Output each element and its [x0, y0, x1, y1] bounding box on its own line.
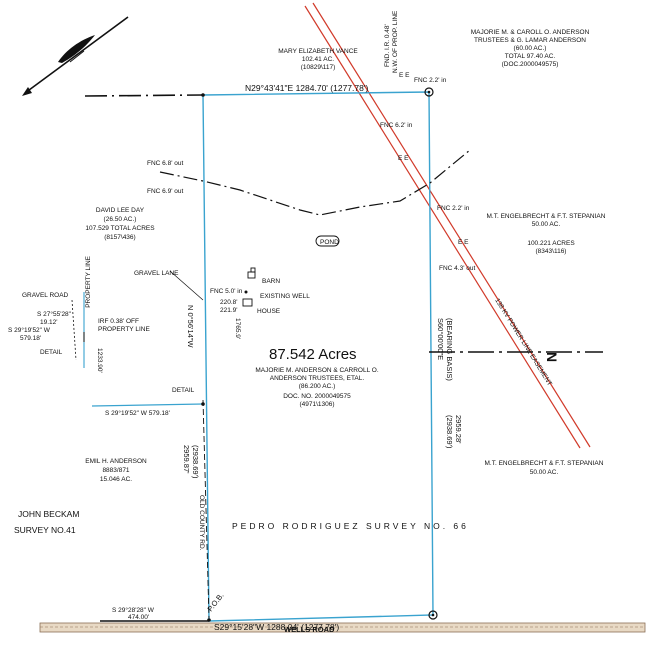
nw-prop-label: N.W. OF PROP. LINE: [392, 10, 399, 73]
fnc-43-label: FNC 4.3' out: [439, 265, 475, 272]
east-dist: (2938.69')2959.28': [445, 415, 463, 449]
power-line-right: [312, 2, 591, 448]
wells-road-label: WELLS ROAD: [284, 625, 335, 634]
call-2919b-label: S 29°19'52" W 579.18': [105, 409, 170, 417]
adj-west-lower-2: 8883/871: [102, 467, 129, 474]
survey-left-2: SURVEY NO.41: [14, 525, 76, 535]
dist-474-label: 474.00': [128, 614, 149, 621]
owner-line-5: (4971\1306): [299, 401, 334, 408]
adj-east-upper-2: 50.00 AC.: [532, 221, 561, 228]
dist-1912-label: 19.12': [40, 319, 58, 326]
adj-ne-3: (60.00 AC.): [514, 45, 547, 52]
owner-line-4: DOC. NO. 2000049575: [283, 393, 351, 400]
acreage-label: 87.542 Acres: [269, 346, 357, 363]
adj-west-lower-1: EMIL H. ANDERSON: [85, 458, 147, 465]
well-icon: [244, 290, 248, 294]
fence-tick-b: E E: [398, 155, 409, 162]
owner-line-1: MAJORIE M. ANDERSON & CARROLL O.: [255, 367, 378, 374]
well-label: EXISTING WELL: [260, 293, 310, 300]
fence-tick-c: E E: [458, 239, 469, 246]
east-basis: (BEARING BASIS): [445, 318, 454, 381]
fnc-68-label: FNC 6.8' out: [147, 160, 183, 167]
adj-west-upper-4: (8157\436): [104, 234, 135, 241]
se-corner-marker: [428, 610, 438, 620]
north-extension: [84, 94, 204, 97]
adj-east-upper-1: M.T. ENGELBRECHT & F.T. STEPANIAN: [487, 213, 606, 220]
pond-outline: [315, 235, 340, 247]
old-county-rd-line: [202, 399, 210, 619]
house-icon: [242, 298, 253, 307]
house-label: HOUSE: [257, 308, 281, 315]
detail-corner-dot: [201, 402, 205, 406]
sw-corner-dot: [207, 618, 211, 622]
pond-label: POND: [320, 239, 339, 246]
adj-east-lower-2: 50.00 AC.: [530, 469, 559, 476]
adj-west-upper-1: DAVID LEE DAY: [96, 207, 145, 214]
adj-north-3: (10829\117): [301, 64, 336, 71]
irf-label: IRF 0.38' OFF: [98, 318, 139, 325]
north-call: N29°43'41"E 1284.70' (1277.78'): [245, 83, 368, 93]
adj-ne-4: TOTAL 97.40 AC.: [505, 53, 556, 60]
se-corner-dot: [431, 613, 435, 617]
elev2-label: 221.9': [220, 307, 238, 314]
wells-road-band: [39, 622, 646, 633]
west-call: N 0°56'14"W: [186, 305, 195, 348]
call-2755-label: S 27°55'28": [37, 310, 72, 318]
old-county-rd-label: OLD COUNTY RD.: [198, 495, 205, 551]
dist-57918a-label: 579.18': [20, 335, 41, 342]
adj-west-lower-3: 15.046 AC.: [100, 476, 132, 483]
barn-annex-icon: [250, 267, 256, 273]
nw-corner-dot: [201, 93, 205, 97]
adj-ne-5: (DOC.2000049575): [502, 61, 559, 68]
adj-east-lower-1: M.T. ENGELBRECHT & F.T. STEPANIAN: [485, 460, 604, 467]
detail-line: [91, 403, 204, 407]
fnc-62-label: FNC 6.2' in: [380, 122, 413, 129]
elev1-label: 220.8': [220, 299, 238, 306]
ne-corner-marker: [424, 87, 434, 97]
adj-north-2: 102.41 AC.: [302, 56, 334, 63]
adj-west-upper-2: (26.50 AC.): [104, 216, 137, 223]
tract-owner-block: MAJORIE M. ANDERSON & CARROLL O. ANDERSO…: [255, 367, 378, 408]
pedro-survey-label: PEDRO RODRIGUEZ SURVEY NO. 66: [232, 521, 469, 531]
adj-north-1: MARY ELIZABETH VANCE: [278, 48, 358, 55]
survey-left-1: JOHN BECKAM: [18, 509, 79, 519]
fnc-69-label: FNC 6.9' out: [147, 188, 183, 195]
fnc-ne-label: FNC 2.2' in: [414, 77, 447, 84]
adj-ne-1: MAJORIE M. & CAROLL O. ANDERSON: [471, 29, 590, 36]
fnc-50-label: FNC 5.0' in: [210, 288, 243, 295]
gravel-lane-leader: [169, 270, 204, 301]
adj-west-upper-3: 107.529 TOTAL ACRES: [85, 225, 155, 232]
property-line-label: PROPERTY LINE: [85, 255, 92, 307]
adj-ne-2: TRUSTEES & G. LAMAR ANDERSON: [474, 37, 586, 44]
adj-east-total-1: 100.221 ACRES: [527, 240, 575, 247]
fnc-22b-label: FNC 2.2' in: [437, 205, 470, 212]
call-2919a-label: S 29°19'52" W: [8, 326, 51, 334]
west-dist: 2959.87'(2938.69'): [182, 445, 200, 479]
irf-label-2: PROPERTY LINE: [98, 326, 150, 333]
adj-east-total-2: (8343\116): [536, 248, 567, 255]
call-2928-label: S 29°28'28" W: [112, 606, 155, 614]
east-north-letter: N: [544, 352, 560, 362]
fence-tick-a: E E: [399, 72, 410, 79]
elev3-label: 1765.9': [234, 318, 241, 339]
detail-label-2: DETAIL: [172, 387, 195, 394]
barn-label: BARN: [262, 278, 280, 285]
owner-line-3: (86.200 AC.): [299, 383, 336, 390]
gravel-lane-label: GRAVEL LANE: [134, 270, 179, 277]
barn-icon: [247, 271, 256, 279]
fnd-ir-label: FND. I.R. 0.48': [384, 24, 391, 67]
ne-corner-dot: [427, 90, 431, 94]
dist-1233-label: 1233.90': [96, 348, 103, 373]
power-line-label: 138 KV POWER LINE EASEMENT: [493, 297, 553, 387]
detail-label-1: DETAIL: [40, 349, 63, 356]
south-call: S29°15'28"W 1288.04' (1277.78'): [214, 622, 339, 632]
east-call: S60°00'00"E: [436, 318, 445, 360]
gravel-road-edge: [71, 299, 77, 361]
north-arrow-icon: [22, 16, 129, 96]
gravel-road-label: GRAVEL ROAD: [22, 292, 69, 299]
power-line-left: [304, 5, 581, 449]
owner-line-2: ANDERSON TRUSTEES, ETAL.: [270, 375, 365, 382]
fence-line: [159, 149, 471, 216]
